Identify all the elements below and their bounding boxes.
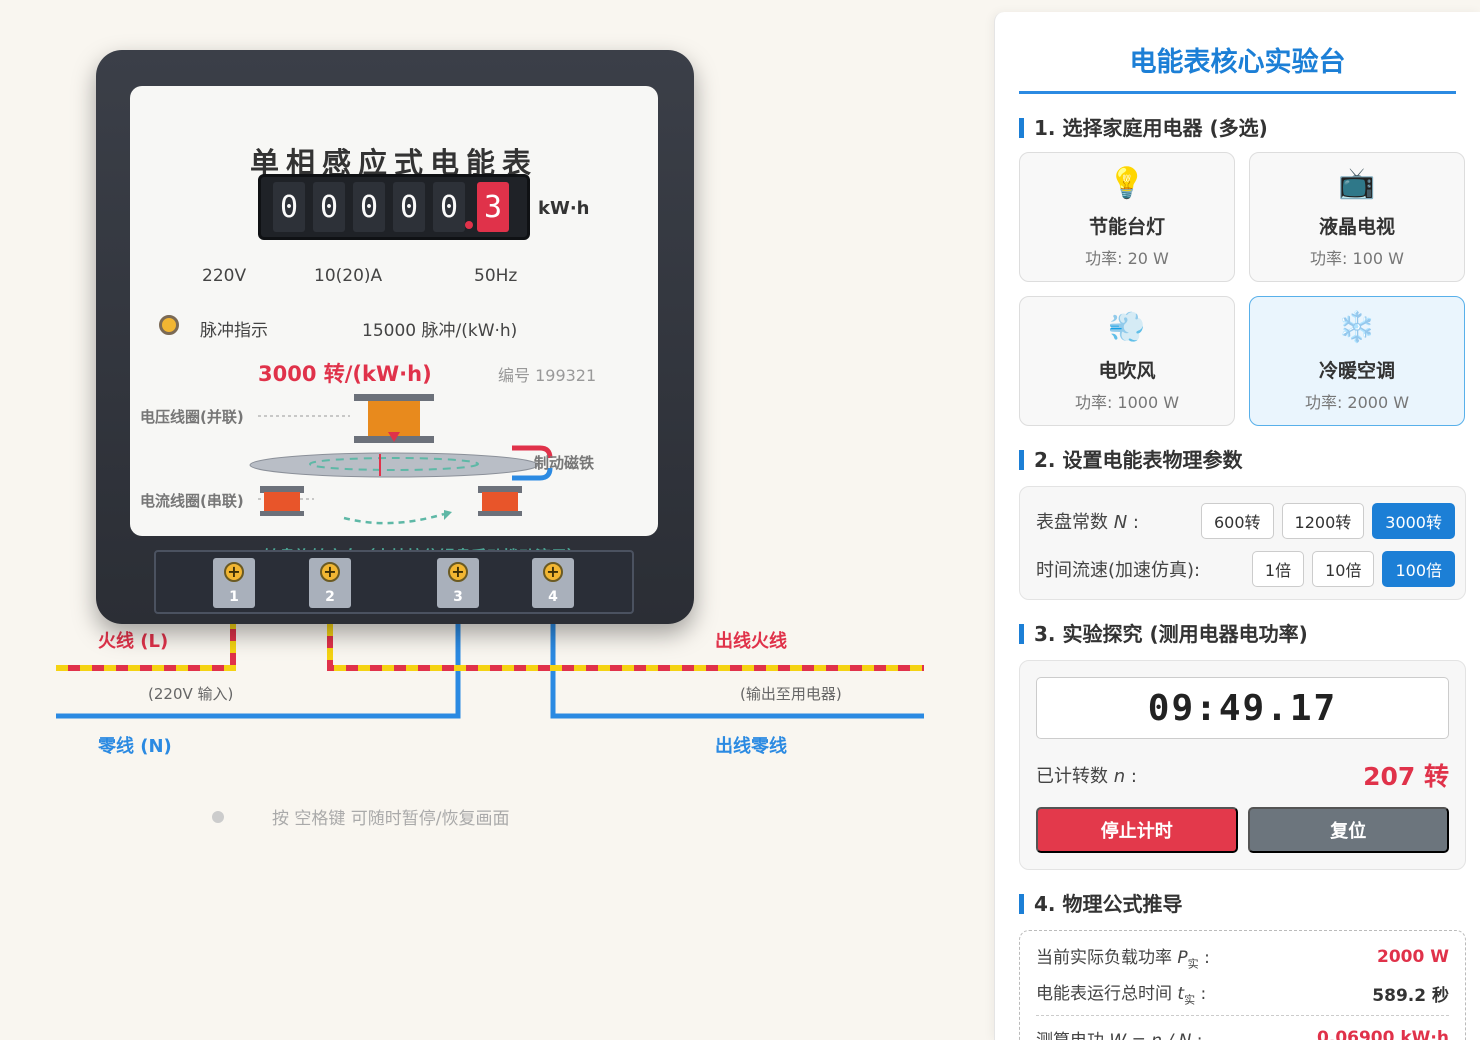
screw-icon: +: [224, 562, 244, 582]
pulse-constant: 15000 脉冲/(kW·h): [362, 321, 518, 341]
speed-label: 时间流速(加速仿真):: [1036, 560, 1201, 581]
power-value: 2000 W: [1377, 947, 1449, 967]
bulb-icon: 💡: [1108, 165, 1146, 201]
appliance-air-conditioner[interactable]: ❄️ 冷暖空调 功率: 2000 W: [1249, 296, 1465, 426]
timer-display: 09:49.17: [1036, 677, 1449, 739]
speed-option-1x[interactable]: 1倍: [1251, 551, 1305, 587]
live-out-label: 出线火线: [715, 631, 787, 652]
voltage-coil: [354, 394, 434, 443]
counter-decimal-digit: 3: [477, 182, 509, 232]
appliance-lcd-tv[interactable]: 📺 液晶电视 功率: 100 W: [1249, 152, 1465, 282]
aluminum-disc[interactable]: [249, 452, 539, 478]
meter-mechanism: [249, 394, 553, 525]
terminal-block: + 1 + 2 + 3 + 4: [154, 550, 634, 614]
formula-card: 当前实际负载功率 P实 : 2000 W 电能表运行总时间 t实 : 589.2…: [1019, 930, 1466, 1040]
pulse-indicator-led: [159, 315, 179, 335]
decimal-point: [465, 221, 473, 229]
current-rating: 10(20)A: [314, 266, 383, 286]
live-in-note: (220V 输入): [148, 685, 234, 703]
dial-constant-row: 表盘常数 N : 600转 1200转 3000转: [1036, 497, 1455, 545]
counter-digit: 0: [433, 182, 465, 232]
speed-options: 1倍 10倍 100倍: [1251, 551, 1455, 587]
dial-option-600[interactable]: 600转: [1200, 503, 1274, 539]
section-experiment-title: 3. 实验探究 (测用电器电功率): [1019, 624, 1466, 644]
param-card: 表盘常数 N : 600转 1200转 3000转 时间流速(加速仿真): 1倍…: [1019, 486, 1466, 600]
speed-row: 时间流速(加速仿真): 1倍 10倍 100倍: [1036, 545, 1455, 593]
formula-work-row: 测算电功 W = n / N : 0.06900 kW·h: [1036, 1020, 1449, 1040]
screw-icon: +: [448, 562, 468, 582]
energy-counter: 0 0 0 0 0 3: [258, 174, 530, 240]
time-label: 电能表运行总时间 t实 :: [1036, 983, 1207, 1007]
live-in-label: 火线 (L): [98, 631, 169, 652]
neutral-in-label: 零线 (N): [98, 736, 172, 757]
voltage-coil-label: 电压线圈(并联): [140, 408, 244, 426]
dial-constant-label: 表盘常数 N :: [1036, 512, 1139, 533]
section-appliances-title: 1. 选择家庭用电器 (多选): [1019, 118, 1466, 138]
speed-option-10x[interactable]: 10倍: [1312, 551, 1375, 587]
brake-magnet-label: 制动磁铁: [534, 454, 595, 472]
dial-constant-options: 600转 1200转 3000转: [1200, 503, 1455, 539]
neutral-in-wire: [56, 624, 461, 719]
terminal-1: + 1: [213, 558, 255, 608]
action-row: 停止计时 复位: [1036, 807, 1449, 853]
revolution-count-label: 已计转数 n :: [1036, 766, 1137, 787]
frequency-rating: 50Hz: [474, 266, 518, 286]
panel-title: 电能表核心实验台: [1019, 40, 1456, 94]
counter-digit: 0: [313, 182, 345, 232]
screw-icon: +: [543, 562, 563, 582]
section-formula-title: 4. 物理公式推导: [1019, 894, 1466, 914]
rotation-arrow: [343, 512, 445, 525]
revolution-count-value: 207 转: [1363, 762, 1449, 791]
pause-hint: 按 空格键 可随时暂停/恢复画面: [212, 804, 510, 829]
terminal-4: + 4: [532, 558, 574, 608]
voltage-rating: 220V: [202, 266, 247, 286]
meter-face: 单相感应式电能表 0 0 0 0 0 3 kW·h 220V 10(20)A 5…: [130, 86, 658, 536]
terminal-3: + 3: [437, 558, 479, 608]
reset-button[interactable]: 复位: [1247, 807, 1449, 853]
screw-icon: +: [320, 562, 340, 582]
power-label: 当前实际负载功率 P实 :: [1036, 947, 1210, 971]
meter-case: 单相感应式电能表 0 0 0 0 0 3 kW·h 220V 10(20)A 5…: [96, 50, 694, 624]
hint-dot-icon: [212, 810, 224, 823]
work-value: 0.06900 kW·h: [1317, 1028, 1449, 1040]
neutral-out-label: 出线零线: [715, 736, 787, 757]
serial-number: 编号 199321: [498, 366, 597, 385]
current-coil-left: [260, 486, 304, 516]
brake-magnet: [512, 445, 553, 481]
dryer-icon: 💨: [1108, 309, 1146, 345]
pulse-indicator-label: 脉冲指示: [200, 321, 268, 341]
counter-digit: 0: [393, 182, 425, 232]
section-params-title: 2. 设置电能表物理参数: [1019, 450, 1466, 470]
terminal-2: + 2: [309, 558, 351, 608]
live-out-note: (输出至用电器): [740, 685, 842, 703]
live-out-wire: [327, 624, 924, 671]
revolution-row: 已计转数 n : 207 转: [1036, 757, 1449, 793]
snowflake-icon: ❄️: [1338, 309, 1376, 345]
work-label: 测算电功 W = n / N :: [1036, 1026, 1202, 1040]
simulation-stage: 火线 (L) (220V 输入) 零线 (N) 出线火线 (输出至用电器) 出线…: [56, 50, 924, 829]
tv-icon: 📺: [1338, 165, 1376, 201]
control-panel: 电能表核心实验台 1. 选择家庭用电器 (多选) 💡 节能台灯 功率: 20 W…: [994, 12, 1480, 1040]
formula-time-row: 电能表运行总时间 t实 : 589.2 秒: [1036, 975, 1449, 1011]
appliance-grid: 💡 节能台灯 功率: 20 W 📺 液晶电视 功率: 100 W 💨 电吹风 功…: [1019, 152, 1466, 426]
counter-digit: 0: [353, 182, 385, 232]
formula-divider: [1036, 1015, 1449, 1016]
current-coil-right: [478, 486, 522, 516]
time-value: 589.2 秒: [1372, 985, 1449, 1006]
wiring-diagram: [56, 624, 924, 719]
counter-unit: kW·h: [538, 198, 590, 219]
counter-digit: 0: [273, 182, 305, 232]
current-coil-label: 电流线圈(串联): [140, 492, 244, 510]
experiment-card: 09:49.17 已计转数 n : 207 转 停止计时 复位: [1019, 660, 1466, 870]
neutral-out-wire: [550, 624, 924, 719]
revolution-constant: 3000 转/(kW·h): [258, 362, 432, 386]
appliance-desk-lamp[interactable]: 💡 节能台灯 功率: 20 W: [1019, 152, 1235, 282]
stop-timer-button[interactable]: 停止计时: [1036, 807, 1238, 853]
appliance-hair-dryer[interactable]: 💨 电吹风 功率: 1000 W: [1019, 296, 1235, 426]
speed-option-100x[interactable]: 100倍: [1382, 551, 1455, 587]
dial-option-3000[interactable]: 3000转: [1372, 503, 1455, 539]
formula-power-row: 当前实际负载功率 P实 : 2000 W: [1036, 939, 1449, 975]
dial-option-1200[interactable]: 1200转: [1281, 503, 1365, 539]
